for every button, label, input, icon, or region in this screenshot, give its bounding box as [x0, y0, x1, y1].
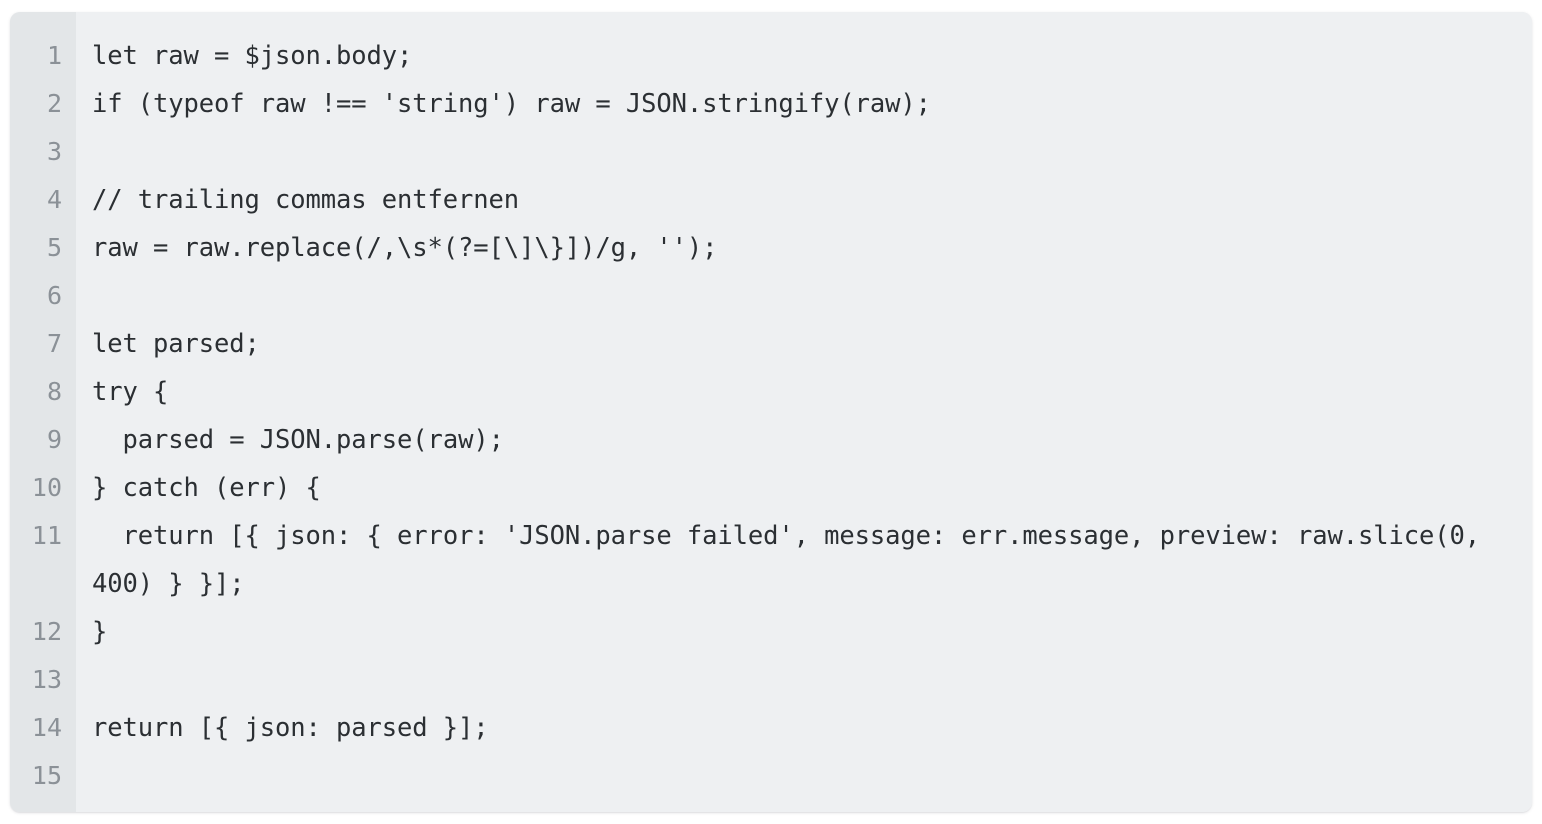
line-number: 13: [31, 665, 62, 694]
code-line[interactable]: // trailing commas entfernen: [92, 185, 520, 215]
code-line[interactable]: [92, 656, 1514, 704]
line-number: 11: [31, 521, 62, 550]
line-number: 3: [46, 137, 62, 166]
line-number: 5: [46, 233, 62, 262]
code-line[interactable]: [92, 272, 1514, 320]
line-number: 15: [31, 761, 62, 790]
line-number: 10: [31, 473, 62, 502]
line-number: 8: [46, 377, 62, 406]
line-number: 4: [46, 185, 62, 214]
code-line[interactable]: if (typeof raw !== 'string') raw = JSON.…: [92, 89, 931, 119]
line-number: 12: [31, 617, 62, 646]
code-line[interactable]: [92, 128, 1514, 176]
line-number: 7: [46, 329, 62, 358]
code-line[interactable]: raw = raw.replace(/,\s*(?=[\]\}])/g, '')…: [92, 233, 718, 263]
code-line[interactable]: return [{ json: parsed }];: [92, 713, 489, 743]
line-number: 2: [46, 89, 62, 118]
line-number: 9: [46, 425, 62, 454]
line-number: 1: [46, 41, 62, 70]
code-line[interactable]: } catch (err) {: [92, 473, 321, 503]
code-content-area[interactable]: let raw = $json.body; if (typeof raw !== …: [76, 12, 1532, 812]
code-line[interactable]: [92, 752, 1514, 800]
line-number: 6: [46, 281, 62, 310]
code-line[interactable]: let raw = $json.body;: [92, 41, 413, 71]
code-line[interactable]: return [{ json: { error: 'JSON.parse fai…: [92, 521, 1496, 599]
code-line[interactable]: let parsed;: [92, 329, 260, 359]
line-number: 14: [31, 713, 62, 742]
code-line[interactable]: parsed = JSON.parse(raw);: [92, 425, 504, 455]
code-line[interactable]: }: [92, 617, 108, 647]
code-line[interactable]: try {: [92, 377, 169, 407]
